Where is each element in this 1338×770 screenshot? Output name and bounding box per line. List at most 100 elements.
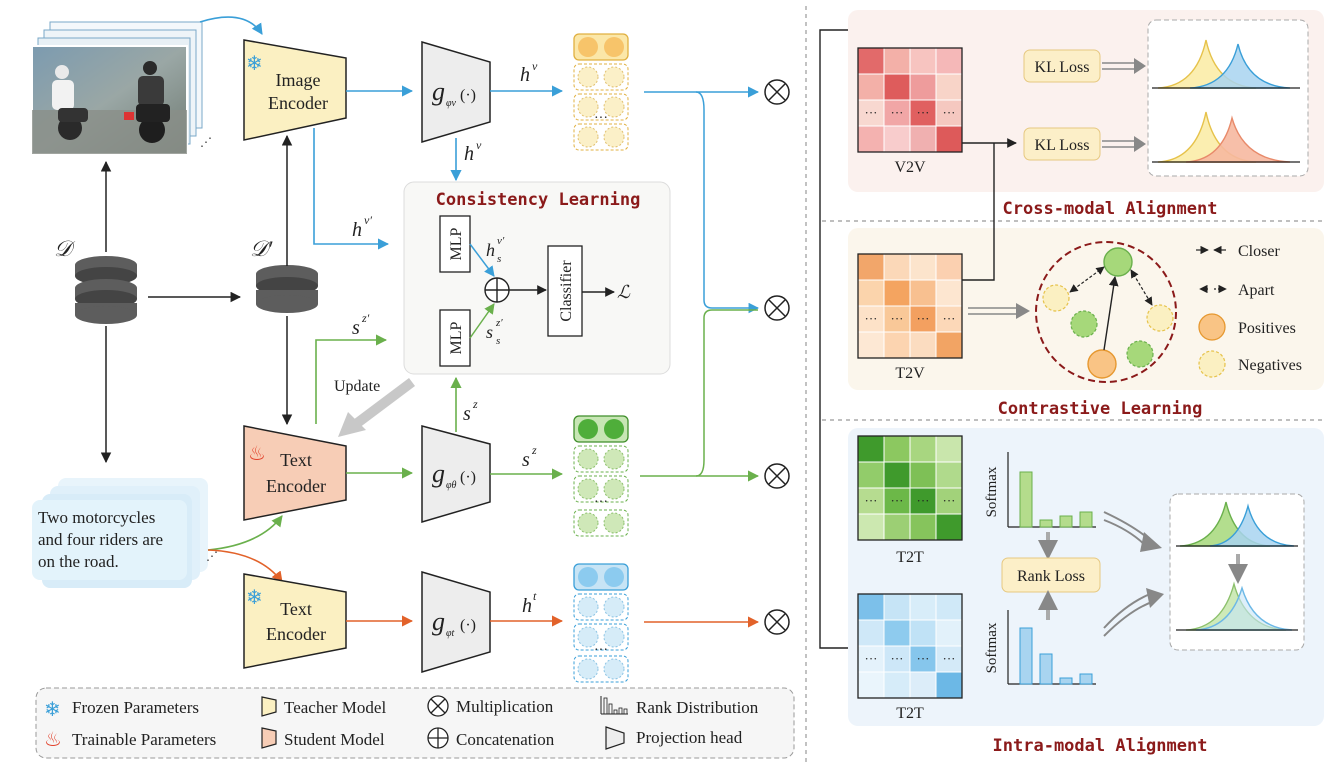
- flame-icon: ♨: [248, 443, 266, 465]
- s-z-label: s z: [522, 443, 537, 471]
- svg-text:g: g: [432, 77, 445, 106]
- image-encoder-line1: Image: [276, 70, 321, 90]
- feature-column-t: ···: [573, 563, 629, 683]
- cross-modal-panel: ··· ··· ··· ··· V2V KL Loss KL Loss: [848, 10, 1324, 192]
- svg-text:φθ: φθ: [446, 480, 457, 491]
- svg-text:MLP: MLP: [448, 321, 465, 354]
- contrastive-circle: [1035, 241, 1177, 383]
- caption-stack: Two motorcycles and four riders are on t…: [32, 478, 218, 588]
- student-swatch-icon: [261, 727, 277, 749]
- consistency-learning-box: Consistency Learning MLP MLP h s v′ s s …: [403, 181, 671, 375]
- contrastive-panel: ··· ··· ··· ··· T2V Closer Apa: [848, 143, 1324, 390]
- svg-text:s: s: [496, 335, 500, 347]
- h-v-label: h v: [520, 59, 538, 86]
- projection-head-icon: [605, 726, 625, 750]
- svg-text:Trainable Parameters: Trainable Parameters: [72, 730, 216, 749]
- svg-text:Softmax: Softmax: [984, 466, 1000, 517]
- svg-text:···: ···: [943, 651, 956, 666]
- caption-line-2: and four riders are: [38, 530, 163, 549]
- image-encoder-line2: Encoder: [268, 93, 328, 113]
- svg-text:···: ···: [891, 311, 904, 326]
- positive-node: [1087, 349, 1117, 379]
- svg-text:φt: φt: [446, 628, 455, 639]
- svg-text:Projection head: Projection head: [636, 728, 743, 747]
- svg-text:···: ···: [594, 111, 608, 126]
- svg-text:h: h: [522, 595, 532, 617]
- svg-text:(·): (·): [460, 87, 476, 104]
- svg-text:···: ···: [943, 105, 956, 120]
- feature-column-z: ···: [573, 415, 629, 537]
- svg-text:···: ···: [891, 651, 904, 666]
- multiplication-symbol-2: [764, 295, 790, 321]
- svg-text:Closer: Closer: [1238, 243, 1280, 260]
- consistency-title: Consistency Learning: [436, 190, 641, 210]
- text-encoder-student: ♨ Text Encoder: [243, 425, 347, 521]
- svg-text:v′: v′: [497, 235, 505, 247]
- svg-text:(·): (·): [460, 469, 476, 486]
- negatives-swatch: [1198, 350, 1226, 378]
- svg-text:v′: v′: [364, 213, 372, 227]
- svg-text:MLP: MLP: [448, 227, 465, 260]
- student-encoder-line1: Text: [280, 450, 312, 470]
- h-t-label: h t: [522, 589, 537, 617]
- svg-text:φv: φv: [446, 98, 457, 109]
- rank-distribution-icon: [600, 696, 628, 715]
- svg-text:s: s: [522, 449, 530, 471]
- svg-text:Negatives: Negatives: [1238, 357, 1302, 374]
- svg-text:···: ···: [917, 651, 930, 666]
- distribution-2: [1152, 111, 1300, 163]
- dataset-db: 𝒟: [54, 236, 137, 324]
- legend: ❄ Frozen Parameters ♨ Trainable Paramete…: [35, 687, 795, 759]
- apart-legend: Apart: [1199, 282, 1275, 299]
- svg-text:···: ···: [943, 493, 956, 508]
- image-encoder: ❄ Image Encoder: [243, 39, 347, 141]
- svg-text:g: g: [432, 459, 445, 488]
- svg-text:z: z: [531, 443, 537, 457]
- multiplication-symbol-3: [764, 463, 790, 489]
- svg-text:···: ···: [865, 311, 878, 326]
- dataset-prime-label: 𝒟′: [250, 236, 274, 261]
- dataset-prime-db: 𝒟′: [250, 236, 318, 313]
- svg-text:s: s: [352, 317, 360, 339]
- v2v-label: V2V: [894, 159, 926, 176]
- cross-modal-title: Cross-modal Alignment: [1003, 199, 1218, 219]
- teacher-encoder-line1: Text: [280, 599, 312, 619]
- legend-snowflake-icon: ❄: [44, 699, 61, 721]
- svg-text:Rank Distribution: Rank Distribution: [636, 698, 759, 717]
- svg-text:z′: z′: [361, 311, 370, 325]
- negative-node-1: [1042, 284, 1070, 312]
- green-dashed-node-2: [1126, 340, 1154, 368]
- svg-text:···: ···: [917, 493, 930, 508]
- svg-text:KL Loss: KL Loss: [1035, 59, 1090, 76]
- concat-symbol: [484, 277, 510, 303]
- svg-text:h: h: [352, 219, 362, 241]
- curved-arrow-top: [1103, 511, 1162, 552]
- t2v-matrix: ··· ··· ··· ··· T2V: [857, 253, 963, 382]
- closer-legend: Closer: [1196, 243, 1280, 260]
- projection-head-v: g φv (·): [421, 40, 491, 144]
- softmax-blue-bars: Softmax: [984, 610, 1096, 685]
- distribution-4: [1176, 581, 1298, 631]
- svg-text:···: ···: [594, 495, 608, 510]
- update-label: Update: [334, 378, 380, 395]
- svg-text:Positives: Positives: [1238, 320, 1296, 337]
- t2t-green-matrix: ··· ··· ··· ··· T2T: [857, 435, 963, 566]
- h-v-down-label: h v: [464, 138, 482, 165]
- student-encoder-line2: Encoder: [266, 476, 326, 496]
- legend-flame-icon: ♨: [44, 729, 62, 751]
- softmax-green-bars: Softmax: [984, 452, 1096, 528]
- caption-line-1: Two motorcycles: [38, 508, 155, 527]
- double-arrow-2: [1102, 136, 1146, 152]
- t2t-label-1: T2T: [896, 549, 924, 566]
- image-stack: ⋰: [31, 21, 212, 155]
- svg-text:z: z: [472, 397, 478, 411]
- double-arrow-1: [1102, 58, 1146, 74]
- kl-loss-box-1: [1023, 49, 1101, 83]
- svg-text:···: ···: [917, 105, 930, 120]
- svg-text:t: t: [533, 589, 537, 603]
- svg-text:···: ···: [943, 311, 956, 326]
- caption-line-3: on the road.: [38, 552, 119, 571]
- svg-text:···: ···: [891, 105, 904, 120]
- dataset-label: 𝒟: [54, 236, 76, 261]
